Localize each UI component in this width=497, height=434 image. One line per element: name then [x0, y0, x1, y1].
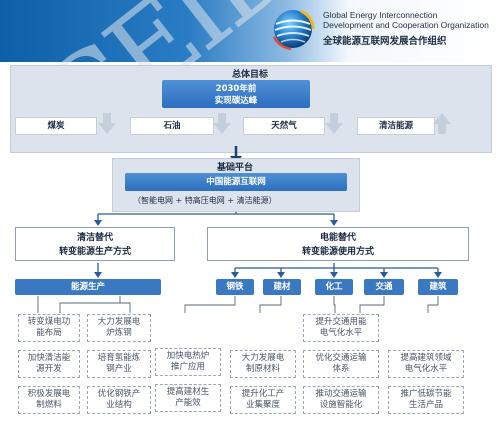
strategy-right-line2: 转变能源使用方式: [301, 247, 374, 257]
measure-building-electrification: 提高建筑领域电气化水平: [388, 350, 464, 378]
measure-electric-raw-materials: 大力发展电制原材料: [230, 350, 296, 378]
measure-building-material-efficiency: 提高建材生产能效: [155, 384, 221, 412]
measure-transport-system: 优化交通运输体系: [303, 350, 379, 378]
measure-transport-intelligence: 推动交通运输设施智能化: [303, 386, 379, 414]
org-name-en: Global Energy Interconnection Developmen…: [323, 10, 493, 30]
measure-electric-furnace: 加快电热炉推广应用: [155, 348, 221, 376]
gas-down-arrow-icon: [325, 113, 343, 134]
strategy-right-line1: 电能替代: [319, 233, 356, 243]
platform-title: 基础平台: [216, 163, 253, 173]
clean-up-arrow-icon: [433, 113, 451, 134]
goal-title: 总体目标: [231, 70, 268, 80]
org-name-en-line2: Development and Cooperation Organization: [323, 20, 489, 30]
measure-transport-electrification: 提升交通用能电气化水平: [303, 314, 379, 342]
source-clean-energy: 清洁能源: [357, 117, 435, 135]
measure-electric-fuels: 积极发展电制燃料: [18, 386, 80, 414]
sector-transport: 交通: [364, 279, 404, 295]
org-name-en-line1: Global Energy Interconnection: [323, 10, 438, 20]
strategy-left-line1: 清洁替代: [76, 233, 113, 243]
source-coal: 煤炭: [15, 117, 97, 135]
measure-coal-power-layout: 转变煤电功能布局: [18, 314, 80, 342]
measure-chemical-clustering: 提升化工产业集聚度: [230, 386, 296, 414]
measure-steel-structure: 优化钢铁产业结构: [87, 386, 151, 414]
org-name-zh: 全球能源互联网发展合作组织: [323, 36, 447, 47]
strategy-clean-substitution: 清洁替代 转变能源生产方式: [15, 227, 175, 261]
sector-buildings: 建筑: [418, 279, 458, 295]
platform-subtitle: （智能电网 + 特高压电网 + 清洁能源）: [133, 196, 277, 205]
source-natural-gas: 天然气: [243, 117, 325, 135]
strategy-electric-substitution: 电能替代 转变能源使用方式: [207, 227, 469, 261]
goal-target-line2: 实现碳达峰: [214, 96, 258, 106]
oil-down-arrow-icon: [213, 113, 231, 134]
measure-clean-energy-development: 加快清洁能源开发: [18, 350, 80, 378]
source-oil: 石油: [130, 117, 214, 135]
geidco-logo-icon: [272, 9, 315, 51]
strategy-left-line2: 转变能源生产方式: [58, 247, 131, 257]
measure-hydrogen-steel: 培育氢能炼钢产业: [87, 350, 151, 378]
sector-chemicals: 化工: [315, 279, 353, 295]
sector-steel: 钢铁: [216, 279, 254, 295]
sector-building-materials: 建材: [263, 279, 301, 295]
goal-panel: [10, 65, 492, 153]
measure-low-carbon-products: 推广低碳节能生活产品: [388, 386, 464, 414]
coal-down-arrow-icon: [98, 113, 116, 134]
goal-target-line1: 2030年前: [215, 84, 257, 94]
goal-target-box: 2030年前 实现碳达峰: [162, 80, 310, 108]
platform-name-box: 中国能源互联网: [125, 173, 347, 191]
sector-energy-production: 能源生产: [15, 279, 161, 295]
measure-electric-arc-steel: 大力发展电炉炼钢: [87, 314, 151, 342]
header-banner: [0, 0, 497, 62]
